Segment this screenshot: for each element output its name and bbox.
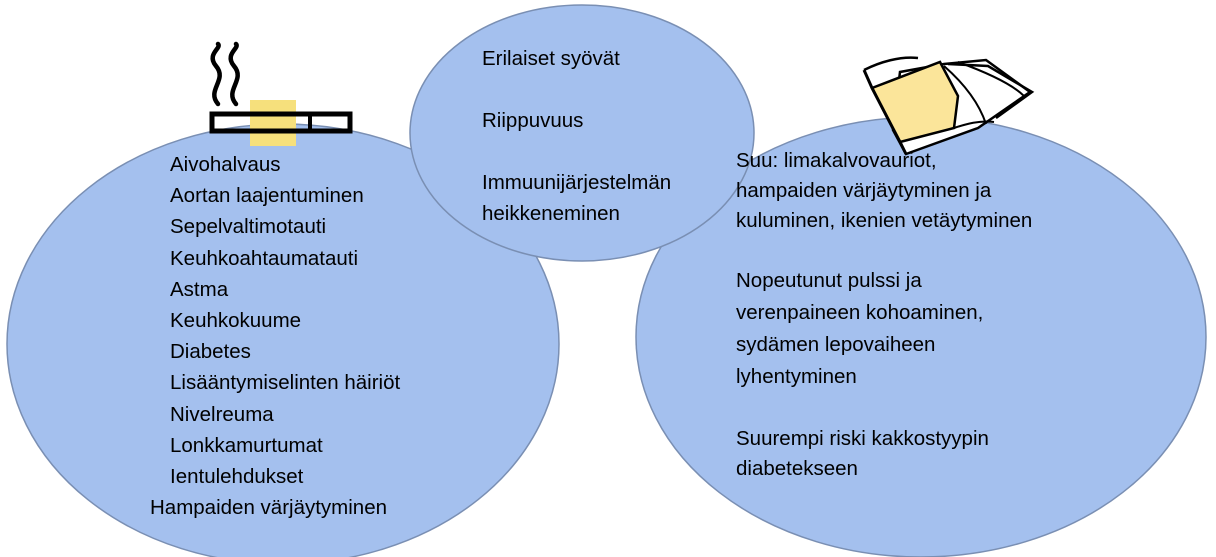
right-para1-line1: Suu: limakalvovauriot,: [736, 149, 937, 172]
center-item-cancers: Erilaiset syövät: [482, 47, 620, 70]
list-item: Keuhkokuume: [170, 309, 302, 333]
list-item: Sepelvaltimotauti: [170, 215, 327, 239]
list-item: Keuhkoahtaumatauti: [170, 246, 359, 270]
list-item: Diabetes: [170, 340, 251, 364]
right-para3-line1: Suurempi riski kakkostyypin: [736, 427, 989, 450]
center-item-addiction: Riippuvuus: [482, 109, 584, 132]
smoking-cigarette-icon: [209, 41, 353, 146]
left-circle-list: Aivohalvaus Aortan laajentuminen Sepelva…: [150, 149, 400, 523]
list-item: Hampaiden värjäytyminen: [150, 496, 388, 520]
open-book-icon: [862, 56, 1035, 156]
center-circle: [409, 4, 755, 262]
right-para3-line2: diabetekseen: [736, 457, 858, 480]
list-item: Aivohalvaus: [170, 153, 281, 176]
right-para2-line4: lyhentyminen: [736, 365, 857, 388]
right-para2-line2: verenpaineen kohoaminen,: [736, 301, 984, 324]
center-item-immune-line1: Immuunijärjestelmän: [482, 171, 672, 194]
right-para1-line2: hampaiden värjäytyminen ja: [736, 179, 992, 202]
list-item: Lonkkamurtumat: [170, 433, 323, 457]
right-para2-line1: Nopeutunut pulssi ja: [736, 269, 922, 292]
center-item-immune-line2: heikkeneminen: [482, 202, 620, 225]
list-item: Lisääntymiselinten häiriöt: [170, 371, 401, 395]
right-para1-line3: kuluminen, ikenien vetäytyminen: [736, 209, 1033, 232]
list-item: Ientulehdukset: [170, 465, 304, 489]
list-item: Astma: [170, 277, 229, 301]
list-item: Aortan laajentuminen: [170, 184, 364, 208]
list-item: Nivelreuma: [170, 402, 274, 426]
right-para2-line3: sydämen lepovaiheen: [736, 333, 936, 356]
